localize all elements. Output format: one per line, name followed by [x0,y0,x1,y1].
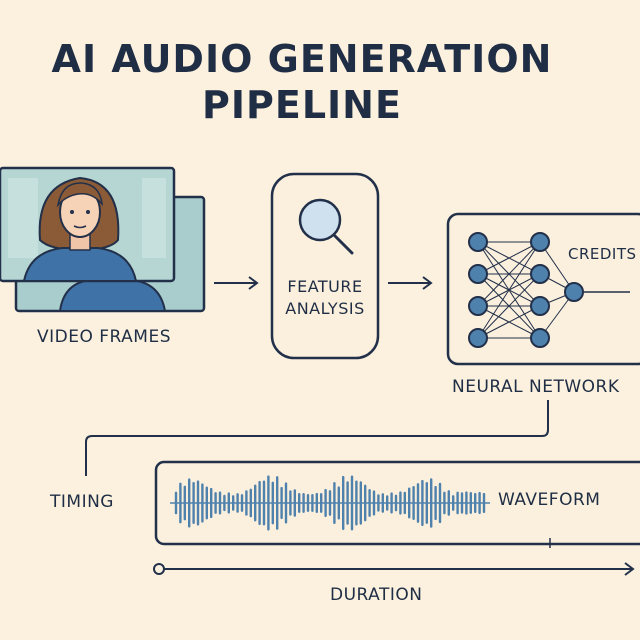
feature-analysis-node [270,172,380,360]
waveform-node [154,460,640,548]
network-node [468,328,488,348]
video-frames-group [0,166,206,313]
title-line-2: PIPELINE [202,83,402,127]
arrow-frames-to-feature [214,276,259,290]
audio-waveform-icon [170,475,490,531]
network-node [468,296,488,316]
network-node [530,296,550,316]
connector-network-to-timing [85,400,549,476]
video-frames-label: VIDEO FRAMES [37,327,171,347]
network-node [530,264,550,284]
network-node [468,232,488,252]
network-node [530,232,550,252]
duration-timeline [153,562,635,576]
waveform-label: WAVEFORM [498,490,601,510]
network-edge [477,273,541,339]
credits-label: CREDITS [568,245,637,263]
network-edge [477,241,541,339]
network-node [564,282,584,302]
network-node [530,328,550,348]
feature-analysis-label: FEATURE ANALYSIS [280,276,370,320]
neural-network-label: NEURAL NETWORK [452,377,620,397]
network-edge [477,241,541,275]
network-node [468,264,488,284]
person-icon [22,176,138,282]
feature-label-line-1: FEATURE [287,277,363,296]
network-edge [477,305,541,339]
timing-label: TIMING [50,492,114,512]
page-title: AI AUDIO GENERATION PIPELINE [0,36,604,128]
network-edge [539,241,575,293]
arrow-feature-to-network [388,276,433,290]
neural-network-icon [468,232,584,348]
magnifier-icon [298,198,354,255]
neural-network-node [446,212,640,366]
feature-label-line-2: ANALYSIS [285,299,365,318]
network-edge [477,241,541,307]
title-line-1: AI AUDIO GENERATION [51,37,553,81]
duration-label: DURATION [330,585,423,605]
